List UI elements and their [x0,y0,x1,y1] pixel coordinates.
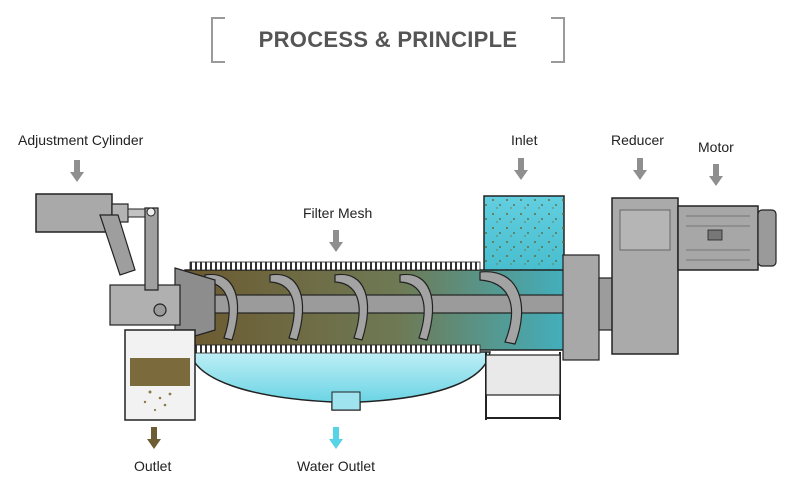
water-outlet-pipe [331,391,361,411]
label-arrows [70,158,723,449]
filter-mesh-top [189,261,481,271]
title-frame: PROCESS & PRINCIPLE [211,17,565,63]
end-plate [562,254,600,361]
motor-end-cap [757,209,777,267]
title-bracket-right [551,17,565,63]
label-water-outlet: Water Outlet [297,458,376,474]
arrow-filter-mesh [329,230,343,252]
arrow-outlet [147,427,161,449]
arrow-water-outlet [329,427,343,449]
bracket [99,214,136,276]
title-bracket-left [211,17,225,63]
arrow-motor [709,164,723,186]
label-inlet: Inlet [511,132,538,148]
filter-mesh-bottom [189,344,481,354]
label-filter-mesh: Filter Mesh [303,205,373,221]
left-frame [109,284,181,326]
adjustment-cylinder [35,193,113,233]
screw-flights [204,271,523,345]
label-adjustment-cylinder: Adjustment Cylinder [18,132,144,148]
sludge-cake [130,358,190,386]
arrow-inlet [514,158,528,180]
arrow-reducer [633,158,647,180]
label-reducer: Reducer [611,132,664,148]
page-title: PROCESS & PRINCIPLE [258,27,518,52]
linkage-arm [144,207,159,291]
arrow-adjustment-cylinder [70,160,84,182]
label-outlet: Outlet [134,458,172,474]
label-motor: Motor [698,139,734,155]
